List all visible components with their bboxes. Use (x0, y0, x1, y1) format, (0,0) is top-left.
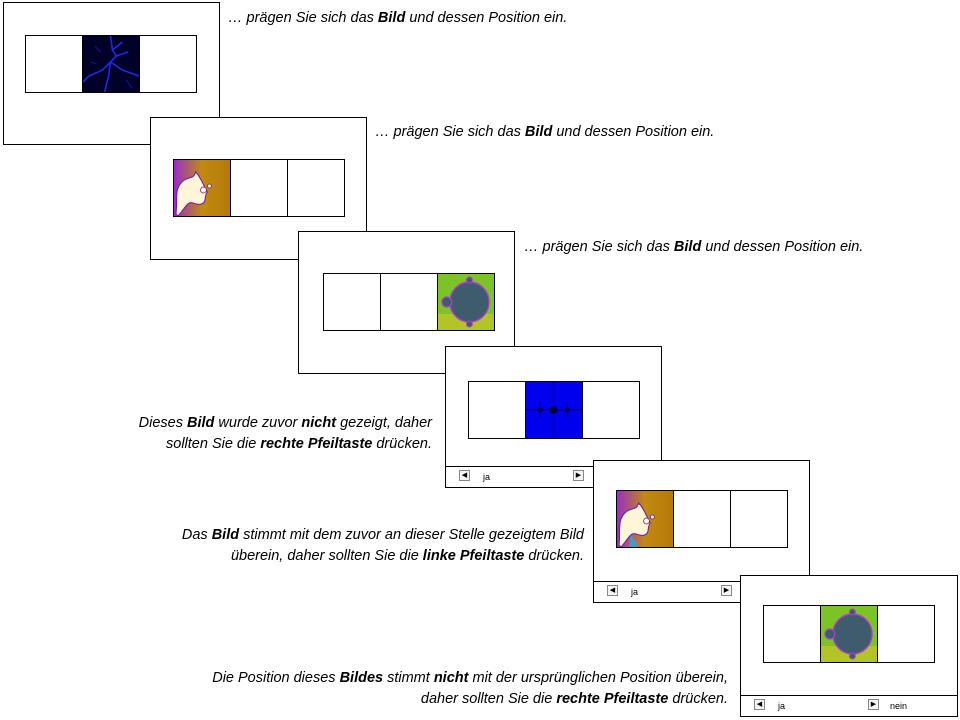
screen-1 (3, 2, 220, 145)
yes-label: ja (778, 701, 786, 711)
grid-cell-right (139, 36, 196, 92)
caption-memorize-2: … prägen Sie sich das Bild und dessen Po… (375, 124, 715, 140)
caption-position: Die Position dieses Bildes stimmt nicht … (212, 668, 728, 710)
blue-fractal-image (526, 382, 582, 438)
image-grid (25, 35, 197, 93)
mandelbrot-image (438, 274, 494, 330)
image-grid (616, 490, 788, 548)
image-grid (468, 381, 640, 439)
caption-line-2: sollten Sie die rechte Pfeiltaste drücke… (166, 436, 432, 452)
grid-cell-middle (380, 274, 437, 330)
response-bar: ◀ ja ▶ (446, 466, 661, 487)
caption-memorize-1: … prägen Sie sich das Bild und dessen Po… (228, 10, 568, 26)
yes-label: ja (483, 472, 491, 482)
left-arrow-key-icon[interactable]: ◀ (754, 699, 765, 710)
yes-label: ja (631, 587, 639, 597)
grid-cell-left (469, 382, 525, 438)
grid-cell-middle-blue-fractal (525, 382, 582, 438)
dark-fractal-image (83, 36, 139, 92)
grid-cell-right-mandelbrot (437, 274, 494, 330)
grid-cell-right (287, 160, 344, 216)
screen-6: ◀ ja ▶ nein (740, 575, 958, 717)
grid-cell-left (764, 606, 820, 662)
grid-cell-middle (673, 491, 730, 547)
grid-cell-middle-mandelbrot (820, 606, 877, 662)
grid-cell-left (324, 274, 380, 330)
image-grid (763, 605, 935, 663)
image-grid (173, 159, 345, 217)
caption-memorize-3: … prägen Sie sich das Bild und dessen Po… (524, 239, 864, 255)
image-grid (323, 273, 495, 331)
no-label: nein (890, 701, 908, 711)
response-bar: ◀ ja ▶ nein (741, 695, 957, 716)
caption-new-image: Dieses Bild wurde zuvor nicht gezeigt, d… (139, 413, 432, 455)
right-arrow-key-icon[interactable]: ▶ (721, 585, 732, 596)
julia-fractal-image (617, 491, 673, 547)
caption-line-2: überein, daher sollten Sie die linke Pfe… (230, 548, 584, 564)
grid-cell-right (877, 606, 934, 662)
caption-line-1: Die Position dieses Bildes stimmt nicht … (212, 670, 728, 686)
mandelbrot-image (821, 606, 877, 662)
left-arrow-key-icon[interactable]: ◀ (459, 470, 470, 481)
grid-cell-middle (230, 160, 287, 216)
grid-cell-right (582, 382, 639, 438)
caption-line-1: Das Bild stimmt mit dem zuvor an dieser … (181, 527, 584, 543)
grid-cell-left-julia-fractal (617, 491, 673, 547)
response-bar: ◀ ja ▶ (594, 581, 809, 602)
caption-line-2: daher sollten Sie die rechte Pfeiltaste … (420, 691, 728, 707)
grid-cell-right (730, 491, 787, 547)
right-arrow-key-icon[interactable]: ▶ (868, 699, 879, 710)
right-arrow-key-icon[interactable]: ▶ (573, 470, 584, 481)
caption-line-1: Dieses Bild wurde zuvor nicht gezeigt, d… (138, 415, 432, 431)
caption-match: Das Bild stimmt mit dem zuvor an dieser … (182, 525, 584, 567)
grid-cell-middle-dark-fractal (82, 36, 139, 92)
grid-cell-left-julia-fractal (174, 160, 230, 216)
grid-cell-left (26, 36, 82, 92)
julia-fractal-image (174, 160, 230, 216)
left-arrow-key-icon[interactable]: ◀ (607, 585, 618, 596)
